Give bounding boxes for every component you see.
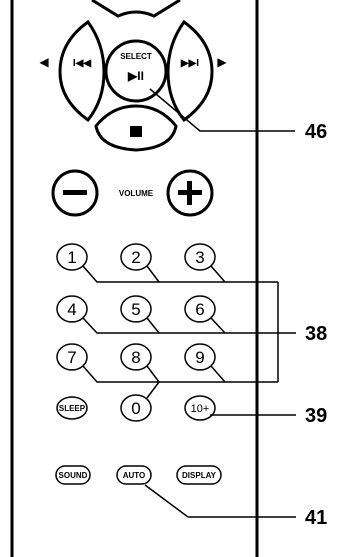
digit-7-button[interactable] xyxy=(56,343,88,371)
digit-9-button[interactable] xyxy=(184,343,216,371)
callout-38: 38 xyxy=(305,323,327,345)
digit-0-label: 0 xyxy=(131,399,140,418)
digit-5-button[interactable] xyxy=(120,295,152,323)
sound-button[interactable] xyxy=(55,465,91,485)
callout-46-leader xyxy=(149,88,295,132)
digit-7-label: 7 xyxy=(67,348,76,367)
callout-41-leader xyxy=(144,484,296,518)
digit-8-button[interactable] xyxy=(120,343,152,371)
next-track-icon: ▶▶I xyxy=(180,58,199,69)
sound-label: SOUND xyxy=(59,471,88,480)
digit-1-label: 1 xyxy=(67,248,76,267)
select-play-pause-button[interactable] xyxy=(104,39,168,103)
stop-icon xyxy=(130,126,142,137)
callout-39: 39 xyxy=(305,405,327,427)
digit-8-label: 8 xyxy=(131,348,140,367)
ten-plus-label: 10+ xyxy=(191,403,210,415)
digit-4-button[interactable] xyxy=(56,295,88,323)
minus-icon xyxy=(63,190,87,195)
display-label: DISPLAY xyxy=(182,471,217,480)
dpad-down-segment[interactable] xyxy=(94,104,178,152)
callout-46: 46 xyxy=(305,121,327,143)
digit-3-button[interactable] xyxy=(184,243,216,271)
dpad-up-segment[interactable] xyxy=(91,0,181,18)
sleep-button[interactable] xyxy=(56,396,88,420)
dpad-right-segment[interactable] xyxy=(166,19,214,123)
previous-track-icon: I◀◀ xyxy=(73,58,91,69)
digit-1-button[interactable] xyxy=(56,243,88,271)
volume-label: VOLUME xyxy=(119,189,154,198)
ten-plus-button[interactable] xyxy=(184,395,216,421)
callout-41: 41 xyxy=(305,507,327,529)
sleep-label: SLEEP xyxy=(59,404,86,413)
auto-button[interactable] xyxy=(116,465,152,485)
digit-0-button[interactable] xyxy=(120,394,152,422)
play-pause-icon: ▶II xyxy=(127,69,144,83)
digit-9-label: 9 xyxy=(195,348,204,367)
select-label: SELECT xyxy=(120,52,152,61)
digit-3-label: 3 xyxy=(195,248,204,267)
left-arrow-icon: ◀ xyxy=(39,55,49,69)
digit-4-label: 4 xyxy=(67,300,76,319)
digit-2-button[interactable] xyxy=(120,243,152,271)
plus-icon-v xyxy=(187,181,192,205)
digit-2-label: 2 xyxy=(131,248,140,267)
dpad-left-segment[interactable] xyxy=(58,19,106,123)
digit-6-label: 6 xyxy=(195,300,204,319)
callout-38-leaders xyxy=(82,265,296,399)
digit-5-label: 5 xyxy=(131,300,140,319)
display-button[interactable] xyxy=(176,465,222,485)
auto-label: AUTO xyxy=(123,471,146,480)
digit-6-button[interactable] xyxy=(184,295,216,323)
right-arrow-icon: ▶ xyxy=(217,55,227,69)
